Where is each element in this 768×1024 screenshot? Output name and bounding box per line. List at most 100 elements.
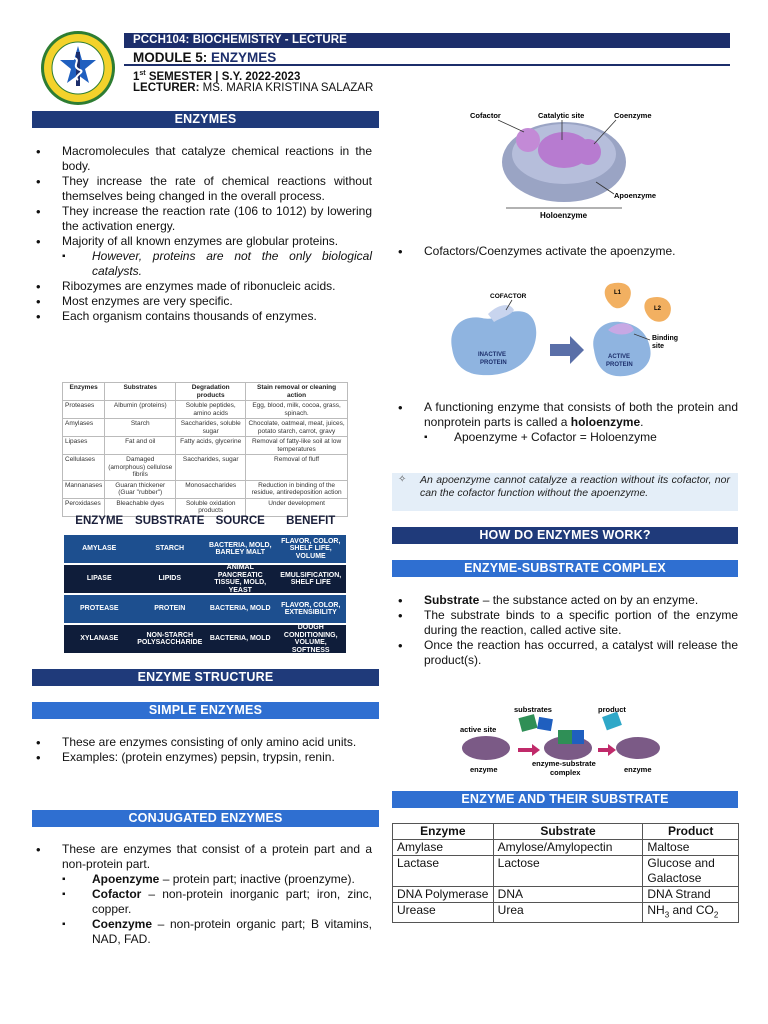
course-header-bar [124, 33, 730, 48]
list-item: They increase the reaction rate (106 to … [32, 204, 372, 234]
term-cofactor: Cofactor [92, 887, 142, 901]
apoenzyme-note: An apoenzyme cannot catalyze a reaction … [392, 473, 738, 511]
list-item: Cofactors/Coenzymes activate the apoenzy… [394, 244, 738, 259]
section-conjugated-enzymes: CONJUGATED ENZYMES [32, 810, 379, 827]
ligand-l1-shape [604, 282, 631, 309]
simple-enzymes-list: These are enzymes consisting of only ami… [32, 735, 372, 765]
table-cell: Starch [104, 418, 177, 437]
apoenzyme-activation-diagram: COFACTOR INACTIVE PROTEIN ACTIVE PROTEIN… [451, 282, 678, 377]
table-cell: AMYLASE [82, 545, 117, 553]
table-cell: Monosaccharides [175, 479, 247, 499]
list-item: Most enzymes are very specific. [32, 294, 372, 309]
table-cell: Removal of fatty-like soil at low temper… [245, 436, 348, 455]
table-cell: Lactose [492, 855, 644, 887]
section-enzymes: ENZYMES [32, 111, 379, 128]
label-enzyme-1: enzyme [470, 765, 498, 774]
section-enzyme-structure: ENZYME STRUCTURE [32, 669, 379, 686]
semester-line: 1st SEMESTER | S.Y. 2022-2023 [133, 66, 300, 85]
label-l1: L1 [614, 290, 622, 296]
definition: – the substance acted on by an enzyme. [479, 593, 699, 607]
table-header-cell: Product [642, 823, 739, 840]
section-enzyme-and-their-substrate: ENZYME AND THEIR SUBSTRATE [392, 791, 738, 808]
table-cell: Saccharides, sugar [175, 454, 247, 481]
table-cell: LIPIDS [158, 575, 182, 583]
table-cell: BACTERIA, MOLD [209, 605, 271, 613]
holoenzyme-diagram: Cofactor Catalytic site Coenzyme Apoenzy… [470, 111, 656, 220]
label-complex-2: complex [550, 768, 581, 777]
list-item: Ribozymes are enzymes made of ribonuclei… [32, 279, 372, 294]
section-how-enzymes-work: HOW DO ENZYMES WORK? [392, 527, 738, 544]
sub-list: Apoenzyme + Cofactor = Holoenzyme [424, 430, 738, 445]
sub-list: Apoenzyme – protein part; inactive (proe… [62, 872, 372, 947]
table-header-cell: BENEFIT [286, 515, 336, 527]
label-holoenzyme: Holoenzyme [540, 211, 588, 220]
list-item-text: These are enzymes that consist of a prot… [62, 842, 372, 871]
header-divider [124, 64, 730, 66]
holoenzyme-bullet-list: A functioning enzyme that consists of bo… [394, 400, 738, 445]
table-cell: Proteases [61, 400, 106, 419]
table-header-row: Enzymes Substrates Degradation products … [61, 382, 348, 401]
label-binding: Binding [652, 335, 678, 342]
table-cell: Saccharides, soluble sugar [175, 418, 247, 437]
table-cell: FLAVOR, COLOR, EXTENSIBILITY [281, 601, 341, 617]
module-topic: ENZYMES [211, 50, 277, 65]
enzyme-substrate-complex-diagram: substrates product active site enzyme en… [460, 705, 660, 777]
table-header-cell: Stain removal or cleaning action [245, 382, 348, 401]
table-cell: Urea [492, 901, 644, 924]
label-site: site [652, 343, 664, 350]
table-cell: Maltose [642, 839, 739, 856]
list-item: However, proteins are not the only biolo… [62, 249, 372, 279]
table-header-cell: Degradation products [175, 382, 247, 401]
lecturer-line: LECTURER: MS. MARIA KRISTINA SALAZAR [133, 81, 373, 96]
course-title: PCCH104: BIOCHEMISTRY - LECTURE [133, 34, 347, 46]
table-cell: XYLANASE [80, 635, 119, 643]
cofactor-bullet-list: Cofactors/Coenzymes activate the apoenzy… [394, 244, 738, 259]
table-cell: Bleachable dyes [104, 497, 177, 517]
ligand-l2-shape [644, 296, 671, 322]
label-active-protein: PROTEIN [606, 362, 633, 368]
label-active-site: active site [460, 725, 496, 734]
table-cell: Amylases [61, 418, 106, 437]
table-cell: NON-STARCH POLYSACCHARIDE [137, 631, 203, 647]
table-cell: EMULSIFICATION, SHELF LIFE [280, 571, 342, 587]
arrow-icon [550, 336, 584, 364]
enzyme-shape-3 [616, 737, 660, 759]
term-coenzyme: Coenzyme [92, 917, 153, 931]
list-item: Majority of all known enzymes are globul… [32, 234, 372, 279]
table-cell: Soluble peptides, amino acids [175, 400, 247, 419]
table-header-cell: Enzymes [61, 382, 106, 401]
cofactor-wedge [488, 305, 514, 322]
table-cell-formula: NH3 and CO2 [642, 901, 739, 924]
table-cell: Urease [392, 901, 494, 924]
enzyme-shape-1 [462, 736, 510, 760]
table-header-row: Enzyme Substrate Product [392, 823, 739, 840]
table-header-cell: SOURCE [215, 515, 265, 527]
active-protein-shape [593, 321, 651, 377]
label-substrates: substrates [514, 705, 552, 714]
term-substrate: Substrate [424, 593, 480, 607]
table-cell: Mannanases [61, 479, 106, 499]
product-shape [602, 711, 622, 731]
table-cell: Fatty acids, glycerine [175, 436, 247, 455]
enzyme-benefit-table-header: ENZYME SUBSTRATE SOURCE BENEFIT [64, 515, 346, 527]
table-cell: FLAVOR, COLOR, SHELF LIFE, VOLUME [281, 537, 341, 560]
list-item: Apoenzyme – protein part; inactive (proe… [62, 872, 372, 887]
table-cell: DNA Strand [642, 886, 739, 903]
list-item: Macromolecules that catalyze chemical re… [32, 144, 372, 174]
definition: – non-protein inorganic part; iron, zinc… [92, 887, 372, 916]
table-cell: Guaran thickener (Guar "rubber") [104, 479, 177, 499]
label-apoenzyme: Apoenzyme [614, 191, 656, 200]
table-cell: Damaged (amorphous) cellulose fibrils [104, 454, 177, 481]
complex-bullet-list: Substrate – the substance acted on by an… [394, 593, 738, 668]
